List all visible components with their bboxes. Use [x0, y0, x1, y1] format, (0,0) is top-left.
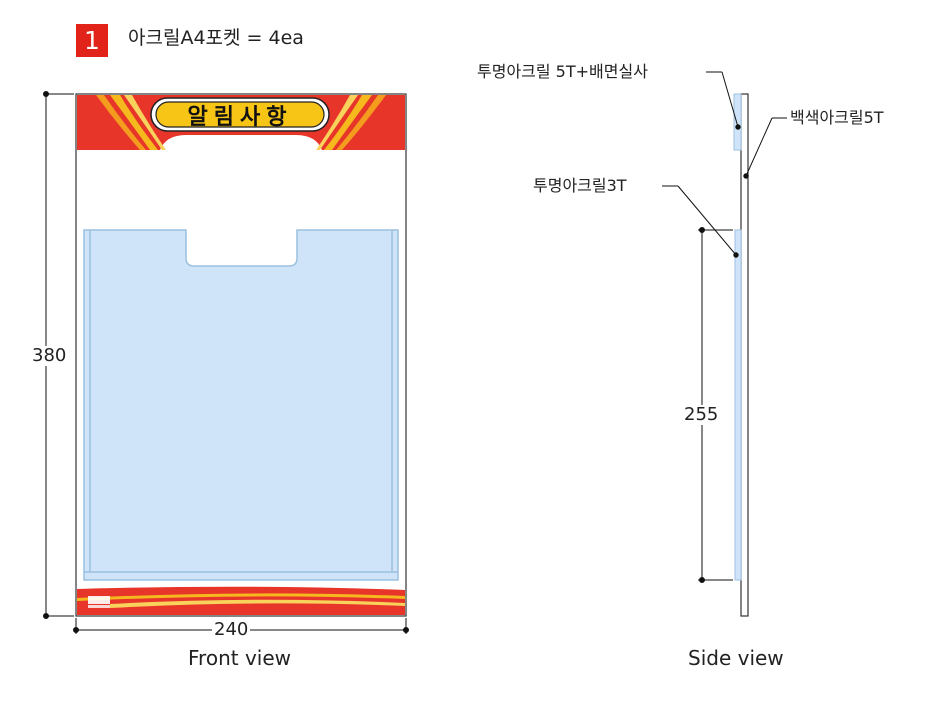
front-height-label: 380 — [30, 345, 69, 366]
note-pocket-panel: 투명아크릴3T — [533, 176, 627, 196]
drawing-title: 아크릴A4포켓 = 4ea — [128, 27, 304, 49]
side-view — [662, 71, 787, 617]
front-pocket — [83, 229, 399, 581]
side-top-acrylic — [733, 93, 742, 151]
front-view-caption: Front view — [188, 646, 291, 670]
leader-back-panel — [743, 117, 787, 179]
side-view-caption: Side view — [688, 646, 784, 670]
notice-label-text: 알림사항 — [188, 105, 293, 130]
leader-pocket-panel — [662, 185, 739, 258]
note-top-panel: 투명아크릴 5T+배면실사 — [477, 62, 648, 82]
front-view-board: 알림사항 — [75, 93, 407, 617]
item-number-badge: 1 — [76, 24, 108, 57]
notice-label-capsule: 알림사항 — [150, 97, 330, 132]
note-back-panel: 백색아크릴5T — [790, 108, 884, 128]
side-back-panel — [740, 93, 749, 617]
company-logo-icon — [88, 596, 110, 608]
leader-top-panel — [706, 71, 741, 130]
side-pocket-height-label: 255 — [682, 404, 721, 425]
bottom-banner — [77, 586, 405, 615]
side-pocket-acrylic — [734, 229, 742, 581]
front-width-label: 240 — [212, 619, 251, 640]
